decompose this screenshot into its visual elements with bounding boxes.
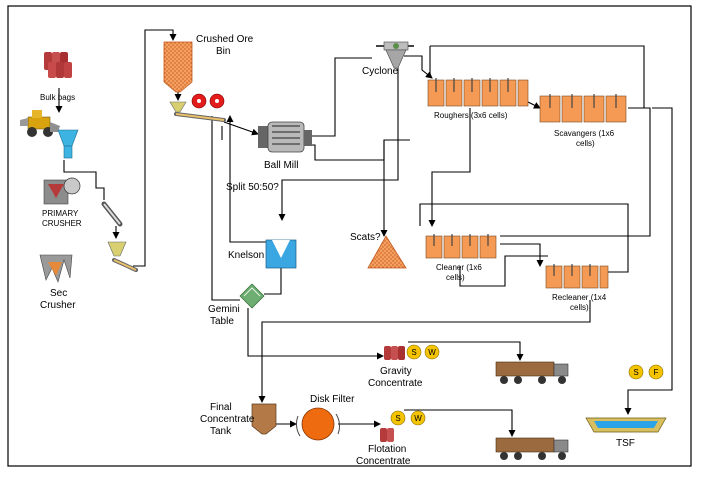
sec-crusher-icon [39, 254, 73, 283]
recleaner-label-2: cells) [570, 303, 589, 312]
bulk-bags-label: Bulk bags [40, 93, 75, 102]
gravity-sw-badges: S W [406, 344, 440, 360]
final-tank-label-2: Concentrate [200, 414, 255, 425]
tsf-label: TSF [616, 438, 635, 449]
recleaner-label-1: Recleaner (1x4 [552, 293, 607, 302]
flotation-w-badge-text: W [414, 414, 422, 423]
recleaner-cells [545, 264, 609, 289]
final-tank-label-1: Final [210, 402, 232, 413]
tsf-pond-icon [585, 417, 667, 433]
loader-icon [20, 110, 60, 137]
cleaner-label-2: cells) [446, 273, 465, 282]
tsf-sf-badges: S F [628, 364, 664, 380]
tsf-s-badge-text: S [633, 368, 638, 377]
truck-icon-2 [495, 437, 569, 460]
knelson-label: Knelson [228, 250, 264, 261]
crushed-ore-bin-icon [163, 41, 193, 93]
ball-mill-label: Ball Mill [264, 160, 298, 171]
gravity-bags-icon [384, 346, 405, 360]
disk-filter-icon [296, 407, 340, 441]
flotation-s-badge-text: S [395, 414, 400, 423]
gravity-w-badge-text: W [428, 348, 436, 357]
rougher-cell [427, 78, 445, 107]
cleaner-label-1: Cleaner (1x6 [436, 263, 482, 272]
sec-crusher-label-2: Crusher [40, 300, 76, 311]
roughers-cells [427, 78, 529, 107]
scavangers-label-2: cells) [576, 139, 595, 148]
ball-mill-icon [258, 121, 312, 153]
primary-crusher-icon [43, 177, 81, 205]
flotation-sw-badges: S W [390, 410, 426, 426]
scats-label: Scats? [350, 232, 381, 243]
diagram-border [7, 5, 692, 467]
truck-icon-1 [495, 361, 569, 384]
rougher-cell [445, 78, 463, 107]
split-label: Split 50:50? [226, 182, 279, 193]
labels: Bulk bags PRIMARY CRUSHER Sec Crusher Cr… [40, 34, 635, 467]
crushed-ore-bin-label-2: Bin [216, 46, 230, 57]
feeder-hopper-icon [107, 241, 138, 272]
gravity-concentrate-label-1: Gravity [380, 366, 412, 377]
flotation-bags-icon [380, 428, 394, 442]
flotation-concentrate-label-1: Flotation [368, 444, 406, 455]
crushed-ore-bin-label-1: Crushed Ore [196, 34, 254, 45]
primary-crusher-label-2: CRUSHER [42, 219, 82, 228]
disk-filter-label: Disk Filter [310, 394, 355, 405]
bulk-bags-icon [44, 52, 72, 78]
scavangers-label-1: Scavangers (1x6 [554, 129, 615, 138]
scavengers-cells [539, 94, 627, 123]
final-tank-label-3: Tank [210, 426, 232, 437]
gemini-table-label-1: Gemini [208, 304, 240, 315]
bin-feeder-icon [169, 101, 226, 122]
rougher-cell [463, 78, 481, 107]
cyclone-label: Cyclone [362, 66, 399, 77]
knelson-icon [265, 239, 297, 269]
conveyor-icon-1 [101, 201, 123, 227]
gravity-s-badge-text: S [411, 348, 416, 357]
cleaner-cells [425, 234, 497, 259]
scats-pile-icon [367, 235, 407, 269]
flow-lines [55, 29, 673, 437]
rougher-cell [517, 79, 529, 107]
hopper-icon [57, 129, 79, 159]
rougher-cell [481, 78, 499, 107]
final-tank-icon [251, 403, 277, 435]
primary-crusher-label-1: PRIMARY [42, 209, 79, 218]
roughers-label: Roughers (3x6 cells) [434, 111, 508, 120]
flotation-concentrate-label-2: Concentrate [356, 456, 411, 467]
sec-crusher-label-1: Sec [50, 288, 67, 299]
gemini-table-icon [239, 283, 265, 309]
gravity-concentrate-label-2: Concentrate [368, 378, 423, 389]
gemini-table-label-2: Table [210, 316, 234, 327]
rougher-cell [499, 78, 517, 107]
red-badges [191, 93, 225, 109]
tsf-f-badge-text: F [654, 368, 659, 377]
cyclone-icon [376, 41, 414, 69]
